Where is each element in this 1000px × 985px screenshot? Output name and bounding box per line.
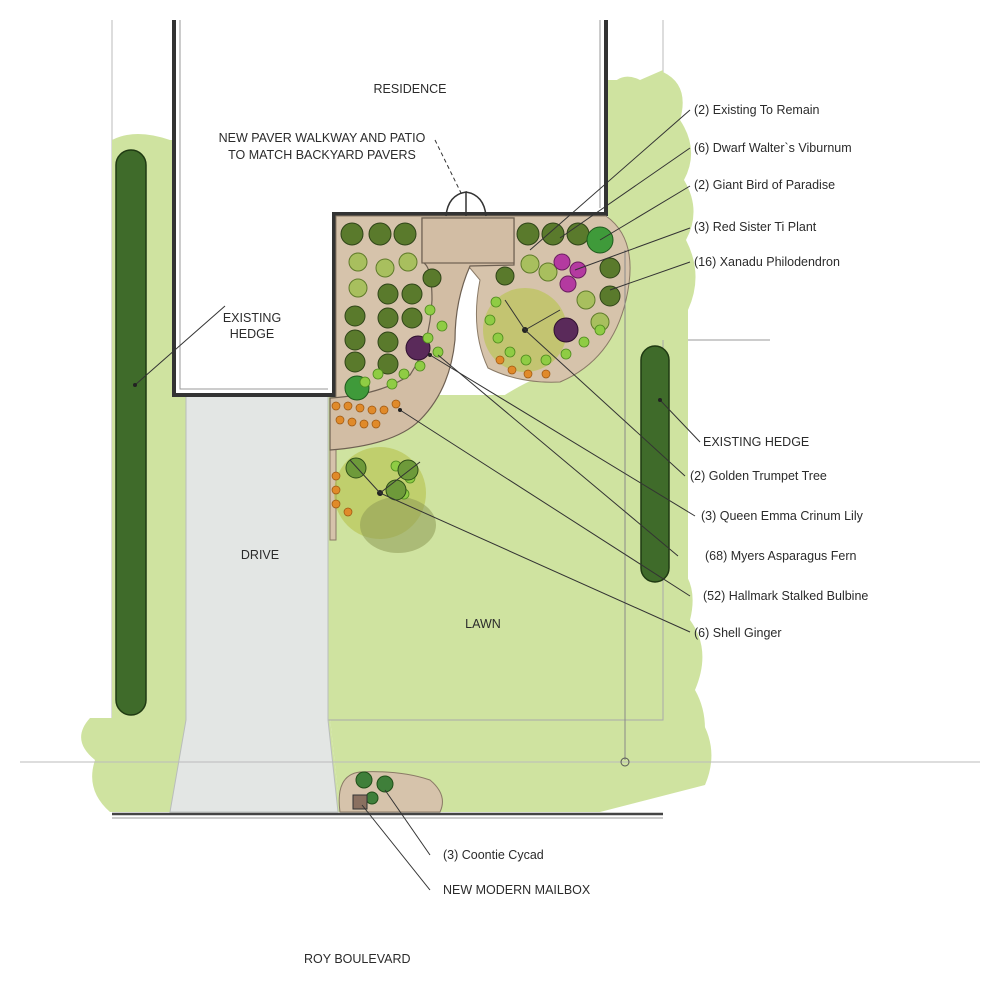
street-label: ROY BOULEVARD bbox=[304, 952, 411, 966]
dwarf-viburnum-group bbox=[340, 222, 621, 375]
mailbox bbox=[352, 794, 368, 810]
hallmark-stalked-bulbine-group bbox=[331, 355, 551, 517]
hedge-right-label: EXISTING HEDGE bbox=[703, 435, 810, 449]
existing-hedge-left bbox=[115, 149, 147, 716]
callout-queen-emma-crinum-lily: (3) Queen Emma Crinum Lily bbox=[701, 509, 863, 523]
callout-existing-to-remain: (2) Existing To Remain bbox=[694, 103, 820, 117]
coontie-cycad-group bbox=[355, 771, 394, 805]
red-sister-ti-plant-group bbox=[553, 253, 587, 293]
hedge-left-label-line1: EXISTING bbox=[222, 311, 282, 325]
xanadu-philodendron-group bbox=[348, 252, 610, 332]
callout-giant-bird-of-paradise: (2) Giant Bird of Paradise bbox=[694, 178, 836, 192]
callout-hallmark-stalked-bulbine: (52) Hallmark Stalked Bulbine bbox=[703, 589, 869, 603]
mailbox-label: NEW MODERN MAILBOX bbox=[443, 883, 591, 897]
existing-hedge-right bbox=[640, 345, 670, 583]
paver-walkway bbox=[329, 217, 515, 451]
callout-golden-trumpet-tree: (2) Golden Trumpet Tree bbox=[690, 469, 827, 483]
callout-xanadu-philodendron: (16) Xanadu Philodendron bbox=[694, 255, 840, 269]
residence-outline bbox=[172, 20, 608, 397]
callout-myers-asparagus-fern: (68) Myers Asparagus Fern bbox=[705, 549, 857, 563]
residence-label: RESIDENCE bbox=[373, 82, 447, 96]
callout-coontie-cycad: (3) Coontie Cycad bbox=[443, 848, 544, 862]
leader-lines bbox=[134, 109, 701, 891]
walkway-note-line1: NEW PAVER WALKWAY AND PATIO bbox=[218, 131, 426, 145]
myers-asparagus-fern-group bbox=[359, 296, 606, 500]
hedge-left-label-line2: HEDGE bbox=[229, 327, 275, 341]
leader-arrowheads bbox=[133, 353, 662, 412]
drive-label: DRIVE bbox=[240, 548, 280, 562]
paver-patio bbox=[421, 217, 515, 264]
callout-shell-ginger: (6) Shell Ginger bbox=[694, 626, 782, 640]
front-door bbox=[445, 191, 467, 217]
walkway-note-line2: TO MATCH BACKYARD PAVERS bbox=[228, 148, 416, 162]
driveway bbox=[169, 394, 339, 813]
callout-red-sister-ti-plant: (3) Red Sister Ti Plant bbox=[694, 220, 817, 234]
lawn-label: LAWN bbox=[465, 617, 501, 631]
callout-dwarf-viburnum: (6) Dwarf Walter`s Viburnum bbox=[694, 141, 852, 155]
